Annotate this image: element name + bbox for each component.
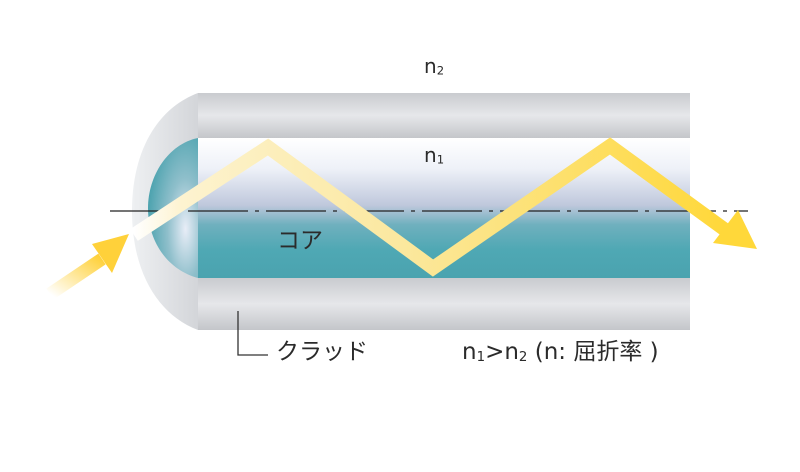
cladding-leader-line xyxy=(237,311,268,356)
refractive-index-relation: n1>n2 (n: 屈折率 ) xyxy=(462,339,659,365)
light-ray-incoming xyxy=(46,253,106,300)
light-ray-output-arrowhead xyxy=(713,210,757,249)
n2-label: n2 xyxy=(424,54,445,78)
cladding-top xyxy=(198,93,690,138)
light-ray-zigzag xyxy=(130,137,729,277)
light-ray-input-arrowhead xyxy=(92,234,129,273)
core-label: コア xyxy=(277,228,323,254)
cladding-bottom xyxy=(198,278,690,330)
cladding-label: クラッド xyxy=(276,339,368,365)
n1-label: n1 xyxy=(424,143,445,167)
